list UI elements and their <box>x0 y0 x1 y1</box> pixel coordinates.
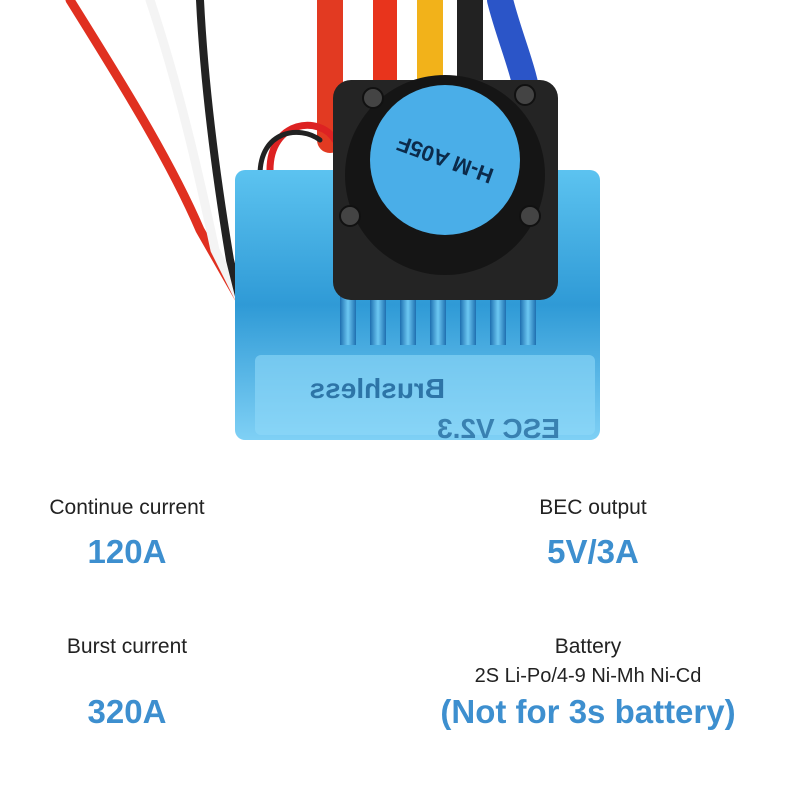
burst-current-value: 320A <box>87 693 167 730</box>
battery-label: Battery <box>554 635 622 658</box>
continue-current-label: Continue current <box>49 496 205 519</box>
esc-product-photo: H-M A05F Brushless ESC V2.3 <box>65 0 600 444</box>
battery-detail: 2S Li-Po/4-9 Ni-Mh Ni-Cd <box>474 665 702 687</box>
brushless-label: Brushless <box>310 373 445 404</box>
bec-output-label: BEC output <box>539 496 647 519</box>
continue-current-value: 120A <box>87 533 167 570</box>
heatsink-fins <box>340 290 536 345</box>
battery-note: (Not for 3s battery) <box>440 693 736 730</box>
model-label: ESC V2.3 <box>437 413 560 444</box>
fan-screws <box>339 84 541 227</box>
fan-sticker <box>370 85 520 235</box>
bec-output-value: 5V/3A <box>547 533 639 570</box>
burst-current-label: Burst current <box>66 635 188 658</box>
wires <box>65 0 543 324</box>
